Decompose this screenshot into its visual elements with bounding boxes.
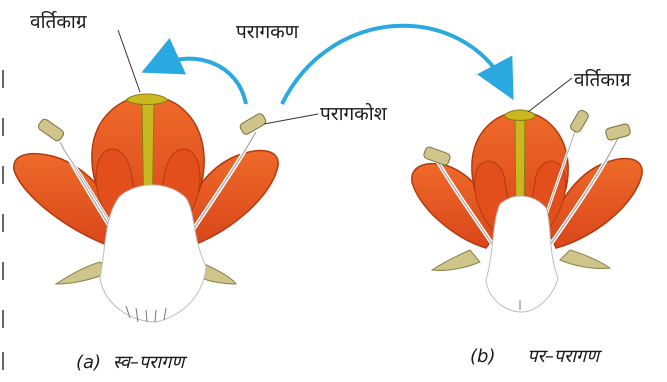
caption-b-text: पर–परागण (527, 346, 599, 367)
caption-b-tag: (b) (470, 346, 495, 367)
label-stigma-right: वर्तिकाग्र (574, 66, 631, 92)
leader-stigma-left (118, 30, 140, 92)
self-pollination-arrow (156, 59, 246, 104)
label-stigma-left: वर्तिकाग्र (30, 8, 87, 34)
leader-stigma-right (528, 78, 572, 112)
caption-b: (b) पर–परागण (470, 344, 599, 368)
caption-a-text: स्व–परागण (113, 352, 184, 373)
label-anther: परागकोश (320, 100, 387, 126)
caption-a: (a) स्व–परागण (76, 350, 184, 374)
flower-b (412, 109, 642, 312)
caption-a-tag: (a) (76, 352, 101, 373)
cross-pollination-arrow (282, 26, 506, 104)
flower-a (14, 94, 278, 322)
label-pollen-grain: परागकण (236, 18, 299, 44)
leader-anther (264, 114, 318, 124)
